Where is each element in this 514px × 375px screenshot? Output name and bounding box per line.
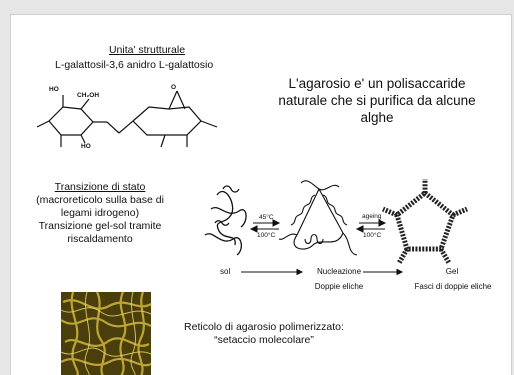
stage-sol-label: sol	[220, 267, 231, 276]
description-line-1: L'agarosio e' un polisaccaride	[288, 76, 466, 91]
transition-heading: Transizione di stato	[54, 181, 146, 193]
gel-bundles-illustration	[382, 179, 468, 265]
stage-gel-sub-label: Fasci di doppie eliche	[414, 282, 492, 291]
network-caption: Reticolo di agarosio polimerizzato: “set…	[159, 321, 369, 347]
o-bridge-label: O	[171, 84, 177, 91]
description-line-2: naturale che si purifica da alcune	[278, 93, 476, 108]
agarose-network-image	[60, 291, 152, 375]
network-caption-line-1: Reticolo di agarosio polimerizzato:	[184, 321, 344, 333]
transition-line-3: Transizione gel-sol tramite	[38, 220, 162, 232]
stage-gel-label: Gel	[445, 267, 459, 276]
transition-line-1: (macroreticolo sulla base di	[36, 194, 164, 206]
transition-section: Transizione di stato (macroreticolo sull…	[15, 181, 185, 246]
description-line-3: alghe	[360, 110, 394, 125]
ageing-label: ageing	[362, 213, 382, 220]
ageing-temp-label: 100°C	[363, 232, 382, 239]
slide: Unita' strutturale L-galattosil-3,6 anid…	[10, 14, 512, 375]
ho-top-label: HO	[49, 86, 59, 93]
transition-line-2: legami idrogeno)	[60, 207, 140, 219]
stage-nucleation-label: Nucleazione	[316, 267, 362, 276]
structure-subtitle: L-galattosil-3,6 anidro L-galattosio	[55, 59, 214, 71]
description: L'agarosio e' un polisaccaride naturale …	[257, 75, 497, 126]
agarose-chemical-structure	[36, 90, 218, 148]
stage-nucleation-sub-label: Doppie eliche	[314, 282, 364, 291]
nucleation-helix-illustration	[278, 180, 358, 256]
ho-bottom-label: HO	[81, 143, 91, 150]
sol-coils-illustration	[204, 185, 247, 256]
transition-line-4: riscaldamento	[67, 233, 133, 245]
sol-gel-diagram	[204, 179, 468, 276]
ch2oh-label: CH₂OH	[77, 92, 100, 99]
structure-heading: Unita' strutturale	[108, 44, 186, 56]
network-caption-line-2: “setaccio molecolare”	[214, 334, 314, 346]
cooling-temp-label: 45°C	[259, 214, 274, 221]
heating-temp-label: 100°C	[257, 232, 276, 239]
structure-section: Unita' strutturale	[67, 44, 227, 57]
